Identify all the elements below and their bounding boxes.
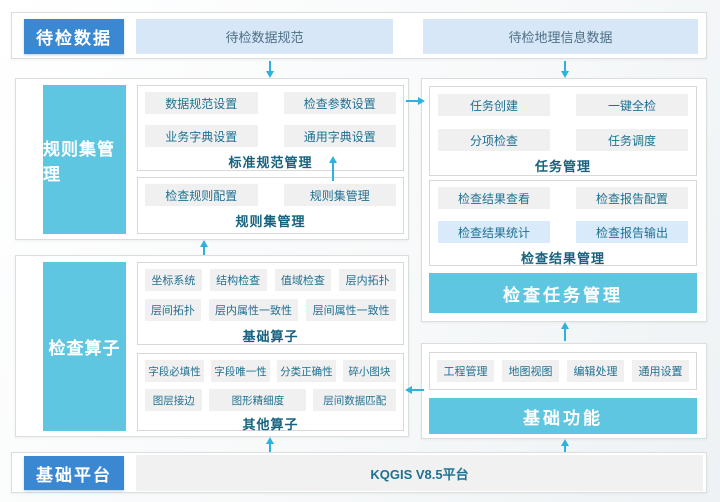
basic-operator-row: 层间拓扑 层内属性一致性 层间属性一致性	[145, 299, 396, 321]
group-title: 其他算子	[242, 417, 299, 432]
item-box: 地图视图	[502, 360, 559, 382]
check-task-panel: 任务创建 一键全检 分项检查 任务调度 任务管理 检查结果查看 检查报告配置 检…	[421, 78, 707, 322]
item-box-highlight: 检查报告输出	[576, 221, 688, 243]
item-box: 字段唯一性	[210, 360, 270, 382]
item-box: 工程管理	[437, 360, 494, 382]
standard-spec-group: 数据规范设置 检查参数设置 业务字典设置 通用字典设置 标准规范管理	[137, 85, 404, 171]
ruleset-items: 检查规则配置 规则集管理	[145, 184, 396, 206]
item-box: 层内属性一致性	[208, 299, 299, 321]
item-box: 坐标系统	[145, 269, 202, 291]
ruleset-management-label: 规则集管理	[43, 85, 126, 234]
item-box: 层间属性一致性	[306, 299, 396, 321]
arrow-ruleset-to-task	[406, 97, 425, 105]
item-box: 结构检查	[209, 269, 267, 291]
basic-operator-group: 坐标系统 结构检查 值域检查 层内拓扑 层间拓扑 层内属性一致性 层间属性一致性…	[137, 262, 404, 345]
item-box: 任务调度	[576, 129, 688, 151]
pending-geo-data-box: 待检地理信息数据	[423, 19, 698, 54]
item-box: 通用字典设置	[283, 125, 396, 147]
item-box: 通用设置	[632, 360, 689, 382]
task-items: 任务创建 一键全检 分项检查 任务调度	[438, 94, 688, 151]
check-result-group: 检查结果查看 检查报告配置 检查结果统计 检查报告输出 检查结果管理	[429, 180, 697, 266]
item-box: 检查规则配置	[145, 184, 258, 206]
base-platform-label: 基础平台	[24, 456, 124, 490]
arrow-platform-to-basefunc	[561, 439, 569, 452]
item-box: 检查结果查看	[438, 187, 550, 209]
item-box: 碎小图块	[342, 360, 396, 382]
item-box-highlight: 检查结果统计	[438, 221, 550, 243]
group-title: 基础算子	[242, 329, 299, 344]
item-box: 分类正确性	[276, 360, 336, 382]
group-title: 检查结果管理	[520, 251, 605, 266]
arrow-platform-to-operator	[266, 437, 274, 452]
item-box: 数据规范设置	[145, 92, 258, 114]
item-box: 字段必填性	[145, 360, 204, 382]
item-box: 编辑处理	[567, 360, 624, 382]
group-title: 规则集管理	[235, 214, 306, 229]
pending-data-spec-box: 待检数据规范	[136, 19, 393, 54]
pending-data-label: 待检数据	[24, 19, 124, 54]
ruleset-group: 检查规则配置 规则集管理 规则集管理	[137, 177, 404, 234]
ruleset-management-panel: 规则集管理 数据规范设置 检查参数设置 业务字典设置 通用字典设置 标准规范管理…	[15, 78, 409, 240]
item-box: 图形精细度	[209, 389, 307, 411]
arrow-spec-to-ruleset	[266, 61, 274, 78]
arrow-basefunc-to-taskmgmt	[561, 322, 569, 341]
item-box: 分项检查	[438, 129, 550, 151]
kqgis-platform-box: KQGIS V8.5平台	[136, 455, 703, 491]
check-task-management-banner: 检查任务管理	[429, 273, 697, 313]
item-box: 规则集管理	[283, 184, 396, 206]
item-box: 检查报告配置	[576, 187, 688, 209]
item-box: 一键全检	[576, 94, 688, 116]
base-function-row: 工程管理 地图视图 编辑处理 通用设置	[437, 360, 689, 382]
item-box: 检查参数设置	[283, 92, 396, 114]
pending-data-band: 待检数据 待检数据规范 待检地理信息数据	[11, 12, 707, 59]
group-title: 标准规范管理	[228, 155, 313, 170]
item-box: 层内拓扑	[339, 269, 396, 291]
base-function-panel: 工程管理 地图视图 编辑处理 通用设置 基础功能	[421, 343, 707, 439]
check-operator-panel: 检查算子 坐标系统 结构检查 值域检查 层内拓扑 层间拓扑 层内属性一致性 层间…	[15, 255, 409, 437]
other-operator-row: 字段必填性 字段唯一性 分类正确性 碎小图块	[145, 360, 396, 382]
arrow-operator-to-ruleset	[200, 240, 208, 255]
item-box: 值域检查	[274, 269, 332, 291]
check-operator-label: 检查算子	[43, 262, 126, 431]
item-box: 图层接边	[145, 389, 203, 411]
arrow-ruleset-to-standard	[329, 156, 337, 181]
base-function-banner: 基础功能	[429, 398, 697, 434]
other-operator-group: 字段必填性 字段唯一性 分类正确性 碎小图块 图层接边 图形精细度 层间数据匹配…	[137, 353, 404, 432]
task-management-group: 任务创建 一键全检 分项检查 任务调度 任务管理	[429, 86, 697, 176]
item-box: 层间数据匹配	[313, 389, 396, 411]
item-box: 层间拓扑	[145, 299, 201, 321]
basic-operator-row: 坐标系统 结构检查 值域检查 层内拓扑	[145, 269, 396, 291]
item-box: 业务字典设置	[145, 125, 258, 147]
group-title: 任务管理	[534, 159, 591, 174]
other-operator-row: 图层接边 图形精细度 层间数据匹配	[145, 389, 396, 411]
arrow-basefunc-to-operator	[405, 386, 424, 394]
standard-spec-items: 数据规范设置 检查参数设置 业务字典设置 通用字典设置	[145, 92, 396, 147]
check-result-items: 检查结果查看 检查报告配置 检查结果统计 检查报告输出	[438, 187, 688, 243]
base-function-group: 工程管理 地图视图 编辑处理 通用设置	[429, 352, 697, 390]
item-box: 任务创建	[438, 94, 550, 116]
base-platform-band: 基础平台 KQGIS V8.5平台	[11, 452, 707, 493]
arrow-geo-to-task	[561, 61, 569, 78]
